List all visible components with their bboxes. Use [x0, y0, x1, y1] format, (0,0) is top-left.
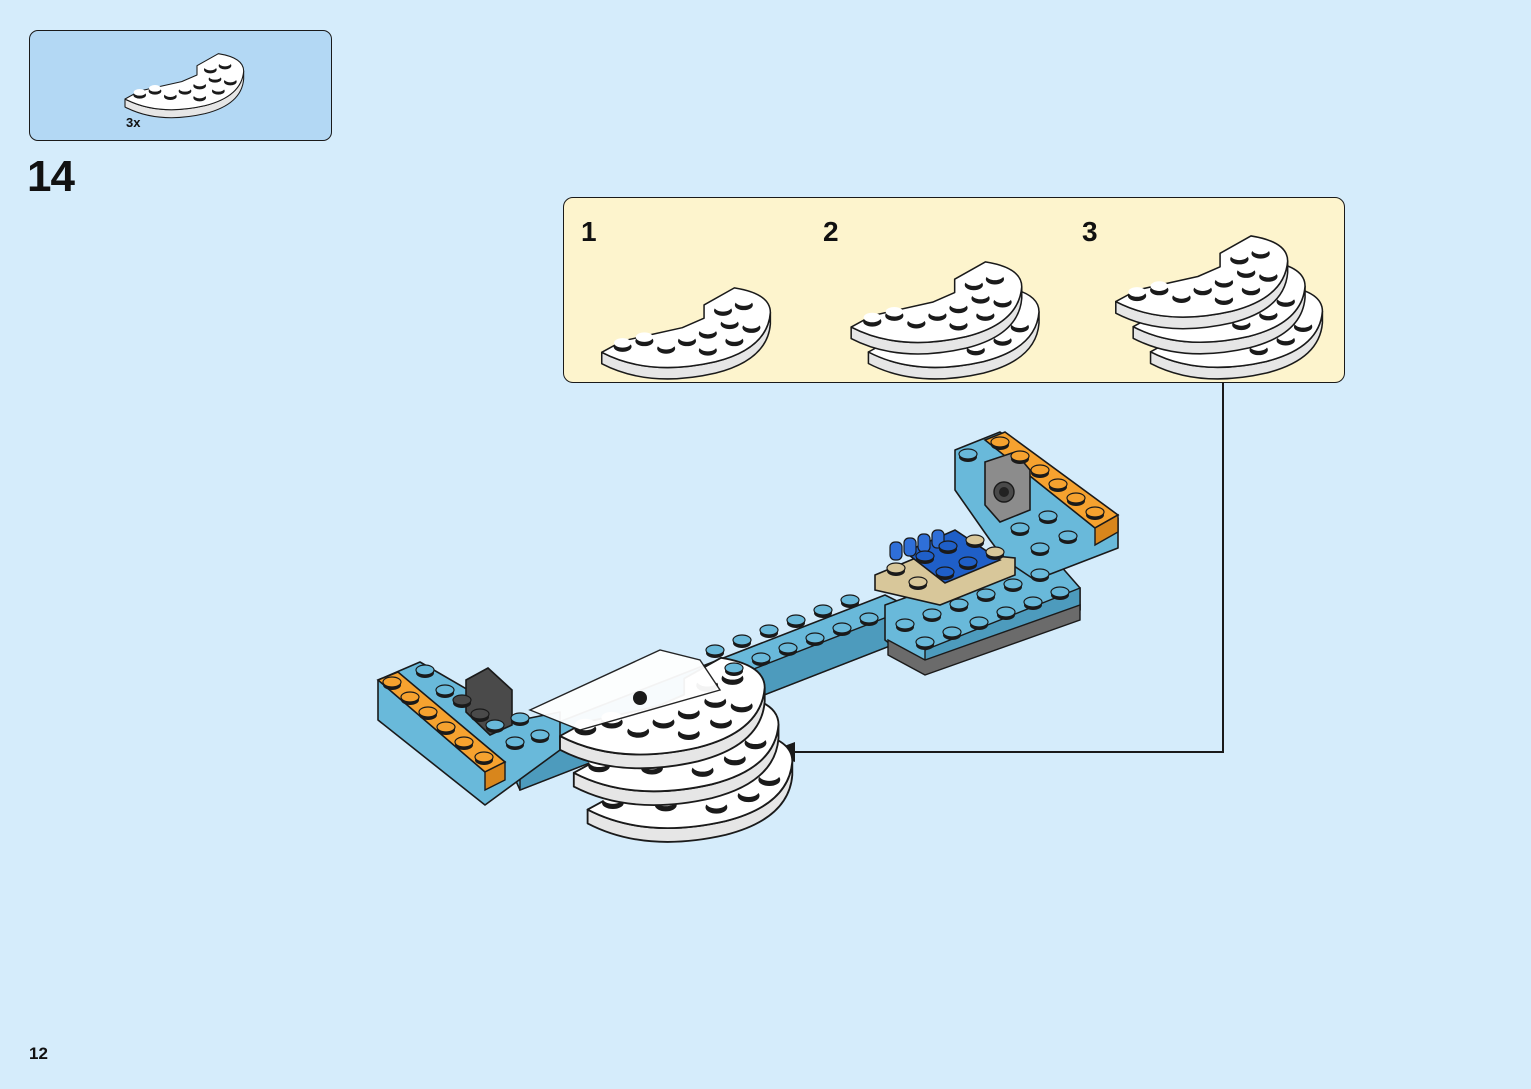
substep-label-1: 1	[581, 216, 597, 247]
substep-callout: 1 2 3	[563, 197, 1345, 383]
substep-label-3: 3	[1082, 216, 1098, 247]
parts-count-label: 3x	[126, 115, 141, 130]
parts-list-box: 3x	[29, 30, 332, 141]
page-number: 12	[29, 1044, 48, 1063]
substep-label-2: 2	[823, 216, 839, 247]
step-number: 14	[27, 152, 75, 201]
